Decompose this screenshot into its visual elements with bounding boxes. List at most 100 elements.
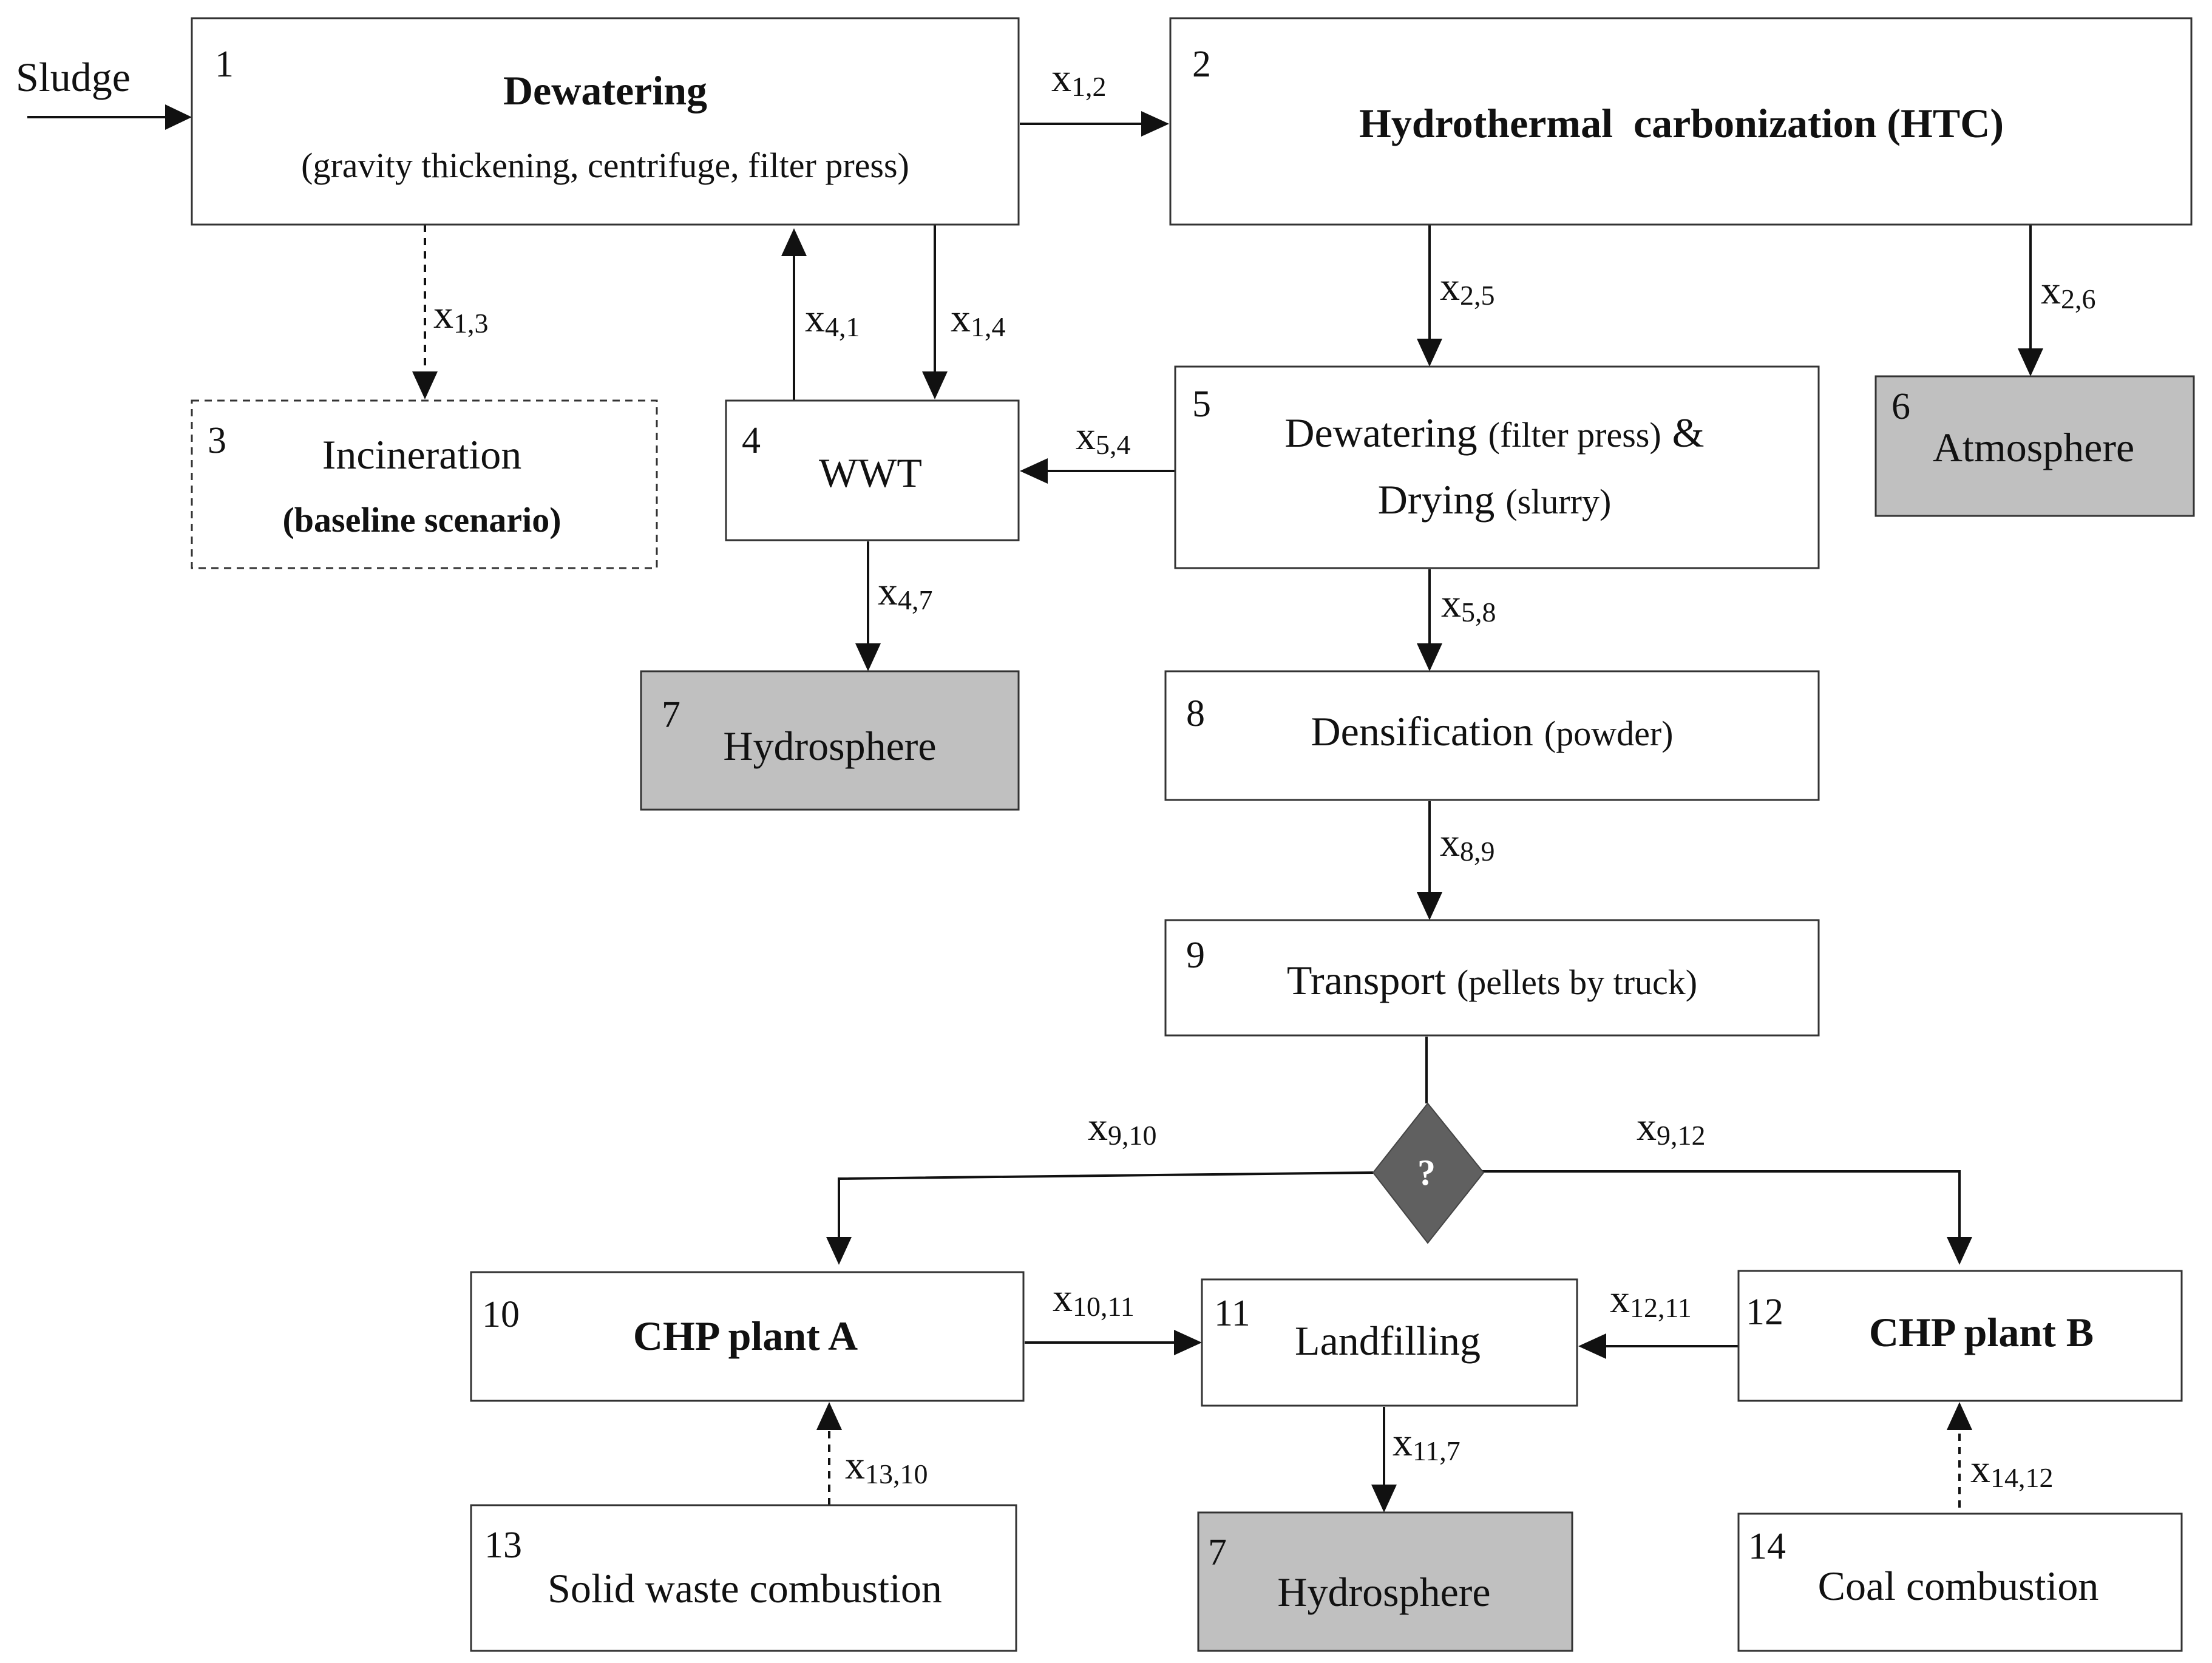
box-line: Densification (powder) (1311, 708, 1674, 754)
box-title: CHP plant B (1869, 1309, 2094, 1355)
box-line-1: Dewatering (filter press) & (1284, 410, 1704, 456)
box-densification (1164, 670, 1820, 801)
arrowhead (1417, 643, 1442, 671)
box-title: Coal combustion (1818, 1563, 2099, 1609)
box-dewatering-drying (1174, 365, 1820, 569)
box-incineration (191, 399, 658, 569)
box-number: 12 (1746, 1292, 1783, 1333)
box-solid-waste-combustion (470, 1504, 1017, 1652)
box-number: 4 (742, 420, 761, 461)
flow-labels: Sludge x1,2 x1,3 x4,1 x1,4 x2,5 x2,6 x5,… (16, 54, 2096, 1493)
box-number: 13 (484, 1525, 522, 1566)
box-chp-plant-a (470, 1271, 1025, 1402)
arrow-x912 (1482, 1170, 1961, 1237)
flow-label-x89: x8,9 (1440, 821, 1495, 867)
slurry-text: (slurry) (1505, 482, 1611, 521)
process-boxes: 1 Dewatering (gravity thickening, centri… (191, 17, 2195, 1652)
flow-label-x47: x4,7 (878, 569, 933, 615)
box-atmosphere (1874, 375, 2195, 517)
flow-label-x1412: x14,12 (1970, 1447, 2054, 1493)
flow-label-x13: x1,3 (433, 293, 489, 339)
box-line-2: Drying (slurry) (1378, 476, 1612, 523)
box-wwt (725, 399, 1020, 541)
box-title: Solid waste combustion (548, 1565, 942, 1611)
arrowhead (1947, 1237, 1972, 1265)
box-subtitle: (baseline scenario) (282, 500, 561, 540)
flow-label-x1011: x10,11 (1053, 1276, 1135, 1322)
flow-label-x25: x2,5 (1440, 265, 1495, 311)
pellets-text: (pellets by truck) (1457, 963, 1697, 1002)
arrowhead (1174, 1330, 1202, 1355)
ampersand-text: & (1672, 410, 1705, 456)
powder-text: (powder) (1544, 714, 1674, 753)
box-number: 7 (662, 694, 680, 736)
box-title: WWT (819, 450, 922, 496)
box-htc (1169, 17, 2193, 226)
arrowhead (855, 643, 881, 671)
box-number: 3 (208, 420, 226, 461)
arrowhead (2018, 348, 2043, 376)
flow-label-x41: x4,1 (805, 296, 860, 342)
flow-label-x117: x11,7 (1393, 1420, 1461, 1466)
decision-diamond (1372, 1102, 1485, 1244)
arrowhead (826, 1237, 852, 1265)
flow-label-x910: x9,10 (1088, 1105, 1157, 1151)
flow-label-x14: x1,4 (951, 296, 1006, 342)
box-number: 1 (215, 44, 234, 85)
arrow-x910 (838, 1171, 1374, 1237)
box-dewatering (191, 17, 1020, 226)
box-title: Incineration (322, 432, 522, 478)
filter-press-text: (filter press) (1488, 415, 1661, 455)
box-transport (1164, 919, 1820, 1037)
transport-text: Transport (1287, 957, 1446, 1003)
box-title: CHP plant A (633, 1313, 858, 1359)
box-title: Hydrosphere (723, 723, 936, 769)
arrowhead (781, 228, 807, 256)
box-number: 11 (1214, 1293, 1250, 1334)
box-number: 7 (1208, 1532, 1227, 1573)
box-chp-plant-b (1737, 1270, 2183, 1402)
box-number: 9 (1186, 935, 1205, 976)
box-subtitle: (gravity thickening, centrifuge, filter … (301, 146, 909, 185)
arrowhead (922, 371, 948, 399)
box-line: Transport (pellets by truck) (1287, 957, 1697, 1003)
dewatering-text: Dewatering (1284, 410, 1477, 456)
arrowhead (1020, 458, 1048, 484)
flow-label-x1310: x13,10 (845, 1443, 928, 1489)
box-number: 10 (482, 1294, 520, 1335)
arrowhead (1371, 1485, 1397, 1512)
arrowhead (412, 371, 438, 399)
arrowhead (1947, 1402, 1972, 1430)
box-title: Hydrosphere (1277, 1569, 1490, 1615)
arrowhead (1578, 1333, 1606, 1359)
box-number: 2 (1192, 44, 1211, 85)
flow-label-x26: x2,6 (2041, 268, 2096, 314)
decision-label: ? (1417, 1153, 1436, 1193)
box-number: 8 (1186, 693, 1205, 734)
densification-text: Densification (1311, 708, 1533, 754)
box-number: 5 (1192, 384, 1211, 425)
box-title: Dewatering (503, 67, 707, 113)
drying-text: Drying (1378, 476, 1495, 523)
box-hydrosphere-top (640, 670, 1020, 811)
box-coal-combustion (1737, 1512, 2183, 1652)
arrowhead (1141, 111, 1169, 137)
arrowhead (1417, 892, 1442, 920)
flow-label-x912: x9,12 (1637, 1105, 1706, 1151)
box-title: Atmosphere (1933, 424, 2134, 470)
sludge-label: Sludge (16, 54, 131, 100)
arrowhead (1417, 339, 1442, 367)
flow-label-x58: x5,8 (1441, 581, 1496, 628)
flow-label-x1211: x12,11 (1610, 1277, 1692, 1323)
flow-label-x54: x5,4 (1076, 414, 1131, 460)
box-hydrosphere-bottom (1197, 1511, 1573, 1652)
arrowhead (165, 104, 192, 130)
box-title: Hydrothermal carbonization (HTC) (1359, 100, 2004, 146)
arrowhead (816, 1402, 842, 1430)
box-landfilling (1201, 1278, 1578, 1407)
box-title: Landfilling (1295, 1318, 1481, 1364)
flow-label-x12: x1,2 (1051, 56, 1107, 102)
connectors (27, 104, 2043, 1512)
box-number: 14 (1748, 1526, 1786, 1567)
